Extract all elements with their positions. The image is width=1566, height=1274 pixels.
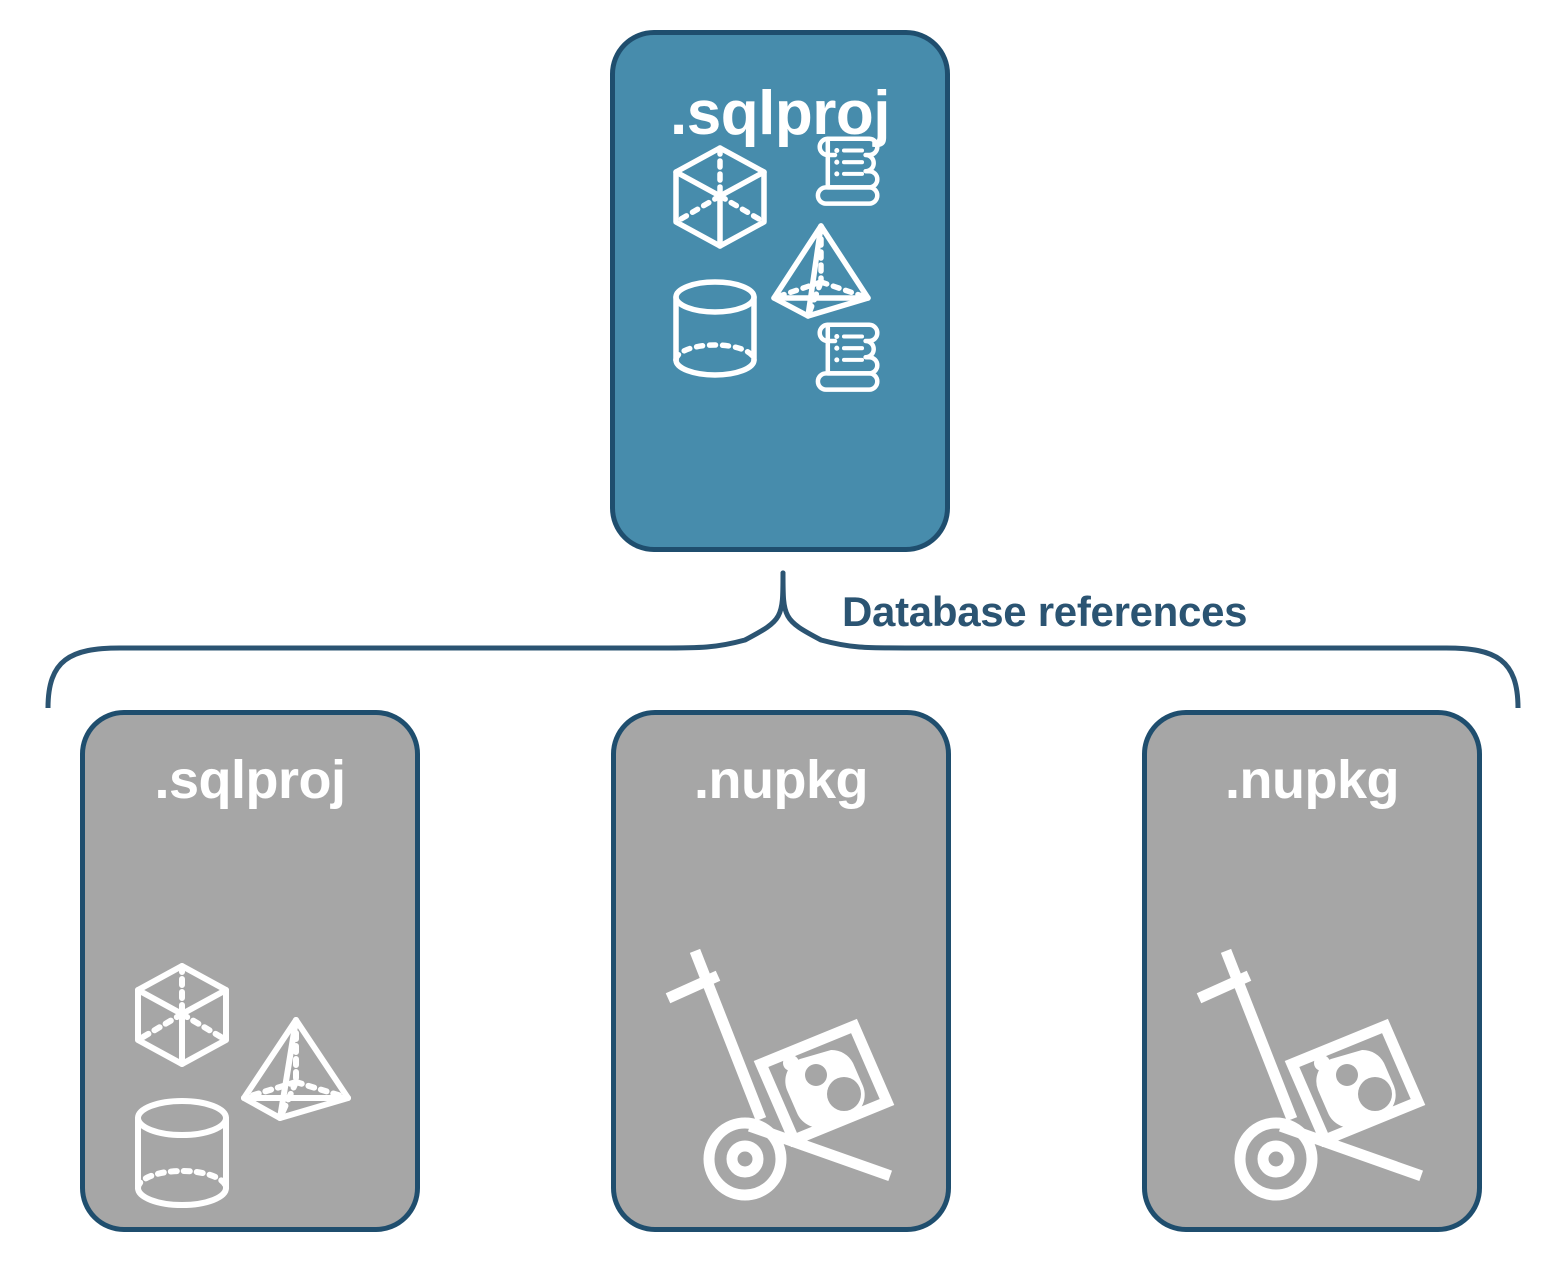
nuget-logo-cutouts [1336, 1064, 1392, 1111]
node-art-area [85, 807, 415, 1227]
shapes-artwork [135, 963, 351, 1208]
cylinder-wireframe-icon [135, 1098, 229, 1208]
hand-truck-package-icon [1196, 948, 1426, 1201]
node-art-area [616, 807, 946, 1227]
node-sqlproj-source[interactable]: .sqlproj [610, 30, 950, 552]
database-references-label: Database references [842, 588, 1248, 635]
pyramid-wireframe-icon [241, 1017, 351, 1121]
node-nupkg-second[interactable]: .nupkg [1142, 710, 1482, 1232]
wheel-icon [1234, 1117, 1318, 1201]
database-references-brace [45, 570, 1521, 708]
node-sqlproj-source-label: .sqlproj [670, 79, 890, 148]
node-nupkg-first-label: .nupkg [694, 750, 868, 810]
node-nupkg-first[interactable]: .nupkg [611, 710, 951, 1232]
scroll-icon [815, 136, 880, 206]
nuget-logo-cutouts [805, 1064, 861, 1111]
wheel-icon [703, 1117, 787, 1201]
cube-wireframe-icon [135, 963, 229, 1067]
cylinder-wireframe-icon [673, 279, 757, 378]
hand-truck-package-icon [665, 948, 895, 1201]
node-sqlproj-reference-label: .sqlproj [154, 750, 346, 810]
pyramid-wireframe-icon [771, 223, 871, 319]
cube-wireframe-icon [673, 145, 767, 249]
top-node-artwork [673, 136, 880, 392]
package-box [753, 1018, 895, 1148]
node-sqlproj-reference[interactable]: .sqlproj [80, 710, 420, 1232]
scroll-icon [815, 322, 880, 392]
package-box [1284, 1018, 1426, 1148]
node-nupkg-second-label: .nupkg [1225, 750, 1399, 810]
node-art-area [1147, 807, 1477, 1227]
